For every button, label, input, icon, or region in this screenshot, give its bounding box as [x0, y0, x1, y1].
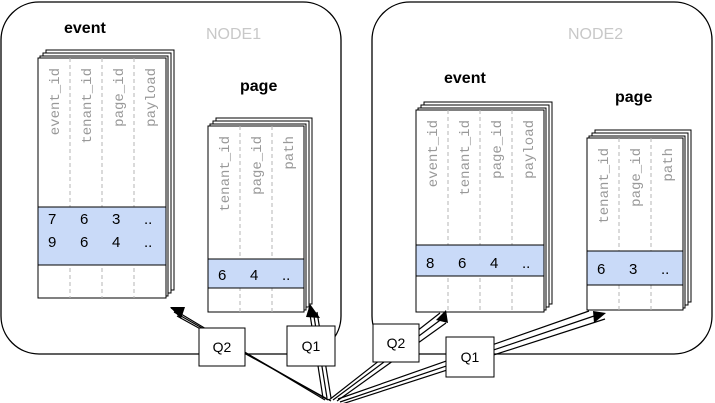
table-cell: 7 [48, 211, 56, 228]
table-cell: .. [522, 255, 530, 272]
column-header: tenant_id [458, 120, 474, 196]
column-header: tenant_id [218, 136, 234, 212]
node2-event-table: event_id tenant_id page_id payload 8 6 4.. [415, 101, 553, 313]
node2-label: NODE2 [568, 26, 623, 43]
node1-event-title: event [64, 20, 106, 37]
table-cell: .. [661, 261, 669, 278]
data-band [415, 244, 545, 277]
node1-page-table: tenant_id page_id path 6 4.. [207, 117, 313, 313]
table-cell: .. [144, 211, 152, 228]
node1-label: NODE1 [206, 26, 261, 43]
table-cell: 6 [218, 267, 226, 284]
column-header: event_id [426, 120, 442, 187]
column-header: payload [144, 68, 160, 127]
svg-text:Q1: Q1 [302, 338, 321, 354]
data-band [586, 250, 684, 286]
node2-page-title: page [615, 89, 652, 106]
column-header: tenant_id [80, 68, 96, 144]
table-cell: 6 [80, 211, 88, 228]
query-q2-node2: Q2 [372, 323, 420, 363]
table-cell: 8 [426, 255, 434, 272]
column-header: page_id [629, 148, 645, 207]
node1-page-title: page [240, 78, 277, 95]
svg-text:Q2: Q2 [213, 339, 232, 355]
table-cell: 3 [629, 261, 637, 278]
node2-page-table: tenant_id page_id path 6 3.. [586, 129, 692, 311]
query-q1-node2: Q1 [445, 336, 495, 378]
column-header: page_id [490, 120, 506, 179]
table-cell: 6 [458, 255, 466, 272]
column-header: path [282, 136, 298, 170]
table-cell: 9 [48, 234, 56, 251]
column-header: event_id [48, 68, 64, 135]
column-header: path [661, 148, 677, 182]
query-q2-node1: Q2 [198, 327, 246, 367]
data-band [207, 258, 305, 289]
node2-event-title: event [444, 70, 486, 87]
query-q1-node1: Q1 [286, 325, 336, 367]
table-cell: 4 [490, 255, 498, 272]
table-cell: 4 [112, 234, 120, 251]
column-header: tenant_id [597, 148, 613, 224]
node1-event-table: event_id tenant_id page_id payload 7 6 3.. 9 6 4.… [37, 49, 175, 299]
table-cell: 6 [597, 261, 605, 278]
data-band [37, 206, 167, 266]
column-header: page_id [250, 136, 266, 195]
table-cell: .. [144, 234, 152, 251]
table-cell: 3 [112, 211, 120, 228]
svg-text:Q1: Q1 [461, 349, 480, 365]
svg-text:Q2: Q2 [387, 335, 406, 351]
table-cell: .. [282, 267, 290, 284]
column-header: payload [522, 120, 538, 179]
table-cell: 6 [80, 234, 88, 251]
column-header: page_id [112, 68, 128, 127]
table-cell: 4 [250, 267, 258, 284]
